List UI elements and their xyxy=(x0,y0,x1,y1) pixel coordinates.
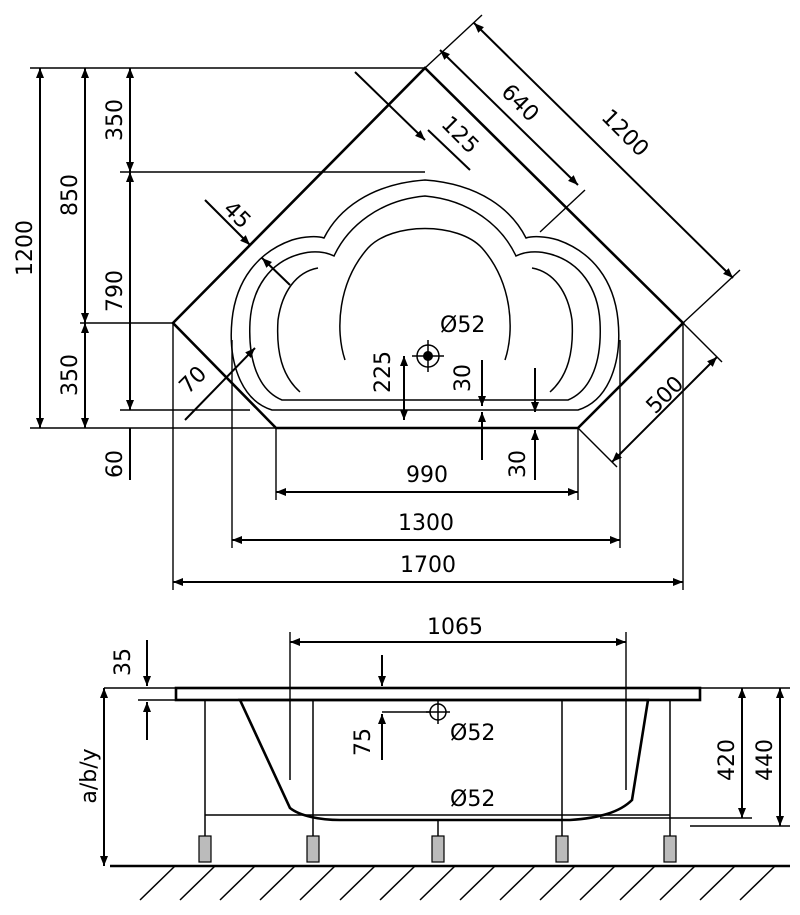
dim-1200-left: 1200 xyxy=(13,220,38,276)
dim-60: 60 xyxy=(103,450,128,478)
dim-790: 790 xyxy=(103,270,128,312)
dim-350-top: 350 xyxy=(103,99,128,141)
plan-view: Ø52 1200 850 350 350 790 60 1200 640 125 xyxy=(13,14,741,590)
basin-rim xyxy=(249,195,601,401)
dim-990: 990 xyxy=(406,463,448,488)
dim-height-abc: a/b/y xyxy=(77,748,102,803)
dim-420: 420 xyxy=(715,739,740,781)
dim-350-bottom: 350 xyxy=(58,354,83,396)
basin-outer xyxy=(230,179,620,411)
dim-440: 440 xyxy=(753,739,778,781)
overflow-diameter-label: Ø52 xyxy=(450,721,495,746)
seat-contour xyxy=(339,227,511,361)
drain-diameter-label: Ø52 xyxy=(440,313,485,338)
support-legs xyxy=(198,700,677,863)
dim-1300: 1300 xyxy=(398,511,454,536)
drain-symbol xyxy=(412,340,444,372)
dim-70: 70 xyxy=(175,362,212,399)
basin-floor xyxy=(276,267,574,393)
drain-diameter-label-elevation: Ø52 xyxy=(450,787,495,812)
dim-1065: 1065 xyxy=(427,615,483,640)
dim-30-b: 30 xyxy=(506,450,531,478)
dim-35: 35 xyxy=(111,648,136,676)
dim-225: 225 xyxy=(371,351,396,393)
elevation-view: Ø52 Ø52 1065 35 75 a/b/y 420 440 xyxy=(77,615,790,901)
tub-shell xyxy=(237,698,650,822)
dim-1700: 1700 xyxy=(400,553,456,578)
floor-line xyxy=(110,864,790,901)
dim-1200-diagonal: 1200 xyxy=(596,105,653,162)
dim-45: 45 xyxy=(218,197,255,234)
tub-rim xyxy=(174,686,702,702)
dim-30-a: 30 xyxy=(451,364,476,392)
dim-850: 850 xyxy=(58,174,83,216)
dim-500: 500 xyxy=(642,372,689,419)
dim-640: 640 xyxy=(496,80,543,127)
dim-75: 75 xyxy=(351,728,376,756)
tub-outline xyxy=(171,66,685,430)
